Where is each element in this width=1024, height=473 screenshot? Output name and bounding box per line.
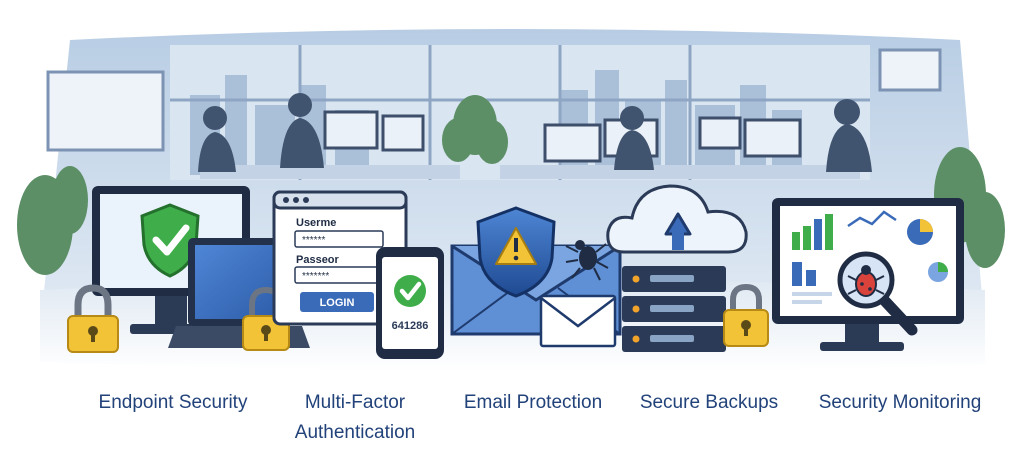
padlock-icon [723, 283, 769, 347]
password-label: Passeor [296, 254, 340, 266]
security-monitoring-group [772, 198, 964, 351]
caption-security-monitoring: Security Monitoring [818, 392, 982, 413]
username-value: ****** [302, 235, 325, 246]
caption-multi-factor-authentication: Multi-Factor Authentication [294, 392, 416, 443]
caption-email-protection: Email Protection [463, 392, 603, 413]
login-window: Userme ****** Passeor ******* LOGIN [272, 190, 408, 326]
shield-check-icon [140, 203, 200, 278]
check-circle-icon [394, 275, 426, 307]
magnifier-bug-icon [837, 251, 918, 336]
login-button [300, 292, 374, 312]
email-protection-group [450, 206, 622, 348]
server-stack-icon [622, 266, 726, 352]
cloud-upload-icon [606, 184, 748, 254]
envelope-icon [539, 294, 617, 348]
smartphone: 641286 [376, 247, 444, 359]
pie-chart-icon [907, 219, 948, 282]
caption-endpoint-security: Endpoint Security [98, 392, 248, 413]
otp-code: 641286 [392, 320, 429, 332]
username-label: Userme [296, 217, 336, 229]
mfa-group: Userme ****** Passeor ******* LOGIN 6412… [272, 190, 444, 359]
caption-secure-backups: Secure Backups [639, 392, 779, 413]
endpoint-security-group [67, 186, 310, 353]
username-field [294, 230, 384, 248]
warning-shield-icon [476, 206, 556, 298]
bug-icon [565, 240, 609, 281]
padlock-icon [67, 284, 119, 353]
line-chart-icon [847, 210, 897, 228]
secure-backups-group [606, 184, 769, 352]
bar-chart-icon [792, 214, 833, 304]
login-button-label: LOGIN [320, 297, 355, 309]
password-value: ******* [302, 271, 329, 282]
